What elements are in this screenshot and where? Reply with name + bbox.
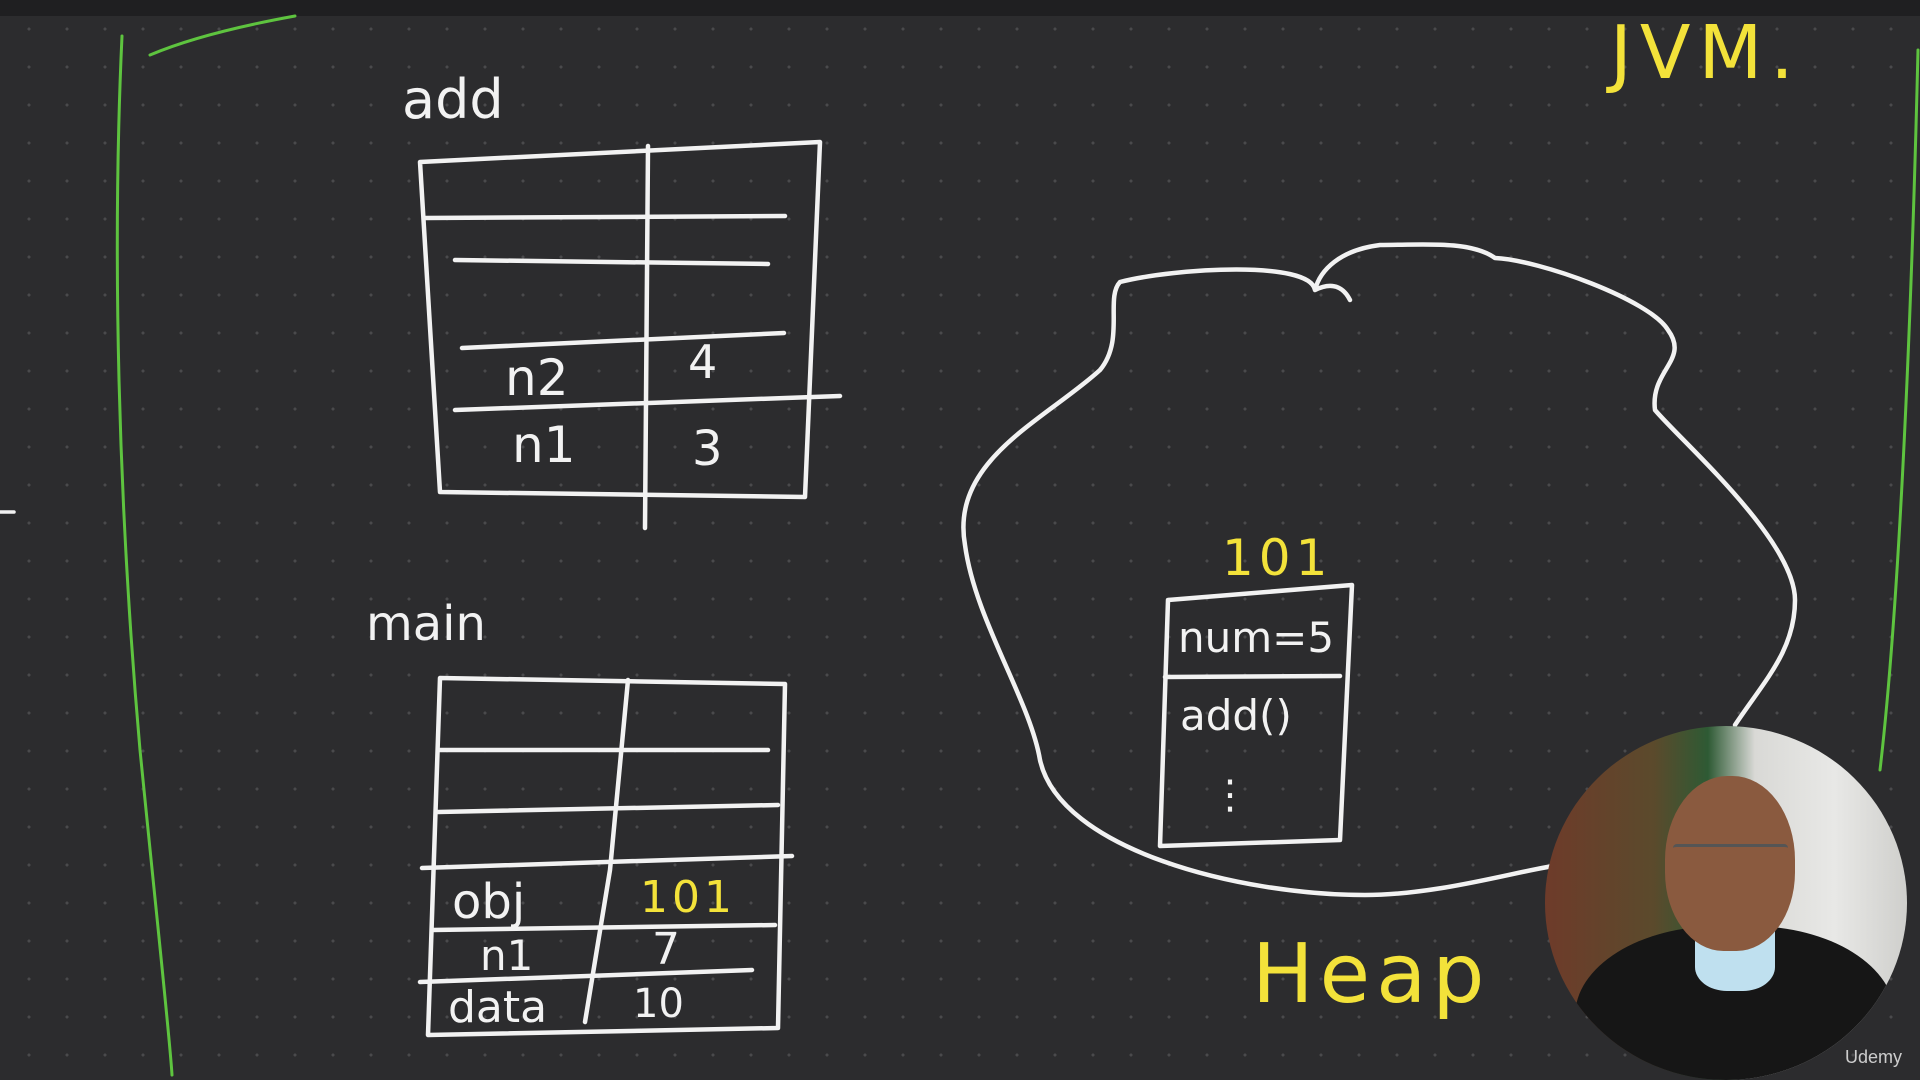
heap-field-num: num=5 — [1178, 613, 1334, 662]
add-frame-row-line — [452, 257, 771, 267]
main-frame-row-line — [435, 802, 781, 815]
add-frame-divider — [642, 143, 651, 531]
heap-method-add: add() — [1180, 691, 1292, 740]
add-var-n2-name: n2 — [505, 349, 569, 407]
add-var-n2-value: 4 — [688, 335, 717, 389]
heap-object-outline — [1157, 582, 1355, 849]
main-frame-title: main — [366, 596, 486, 652]
udemy-watermark: Udemy — [1844, 1047, 1902, 1067]
main-var-n1-name: n1 — [480, 931, 533, 980]
main-var-data-value: 10 — [633, 981, 684, 1027]
main-frame-row-line — [417, 967, 755, 985]
instructor-webcam — [1545, 726, 1907, 1080]
main-frame-row-line — [419, 853, 795, 871]
add-frame-title: add — [402, 68, 504, 131]
add-var-n1-name: n1 — [512, 416, 576, 474]
heap-object-address: 101 — [1222, 529, 1332, 587]
add-frame-outline — [417, 139, 823, 500]
add-var-n1-value: 3 — [692, 421, 723, 477]
top-border-line — [148, 14, 297, 57]
main-var-obj-name: obj — [452, 874, 525, 930]
left-border-line — [115, 34, 174, 1077]
add-frame-row-line — [422, 213, 788, 221]
main-stack-frame: obj 101 n1 7 data 10 — [417, 675, 795, 1038]
heap-more-members: ⋮ — [1210, 772, 1250, 818]
add-frame-row-line — [459, 330, 787, 351]
heap-cloud-outline — [961, 242, 1798, 898]
main-var-n1-value: 7 — [652, 924, 680, 975]
main-frame-outline — [425, 675, 788, 1038]
main-var-obj-value: 101 — [640, 872, 736, 923]
top-toolbar-strip — [0, 0, 1920, 16]
jvm-label: JVM. — [1606, 10, 1802, 96]
instructor-glasses — [1673, 844, 1788, 867]
heap-label: Heap — [1252, 927, 1490, 1022]
right-border-line — [1878, 48, 1920, 772]
main-frame-divider — [582, 677, 631, 1025]
main-frame-row-line — [429, 922, 778, 933]
instructor-head — [1665, 776, 1795, 951]
heap-object-divider — [1162, 673, 1343, 680]
add-stack-frame: n2 4 n1 3 — [417, 139, 843, 531]
add-frame-row-line — [452, 393, 843, 413]
heap-object: num=5 add() ⋮ — [1157, 582, 1355, 849]
main-var-data-name: data — [448, 982, 547, 1033]
